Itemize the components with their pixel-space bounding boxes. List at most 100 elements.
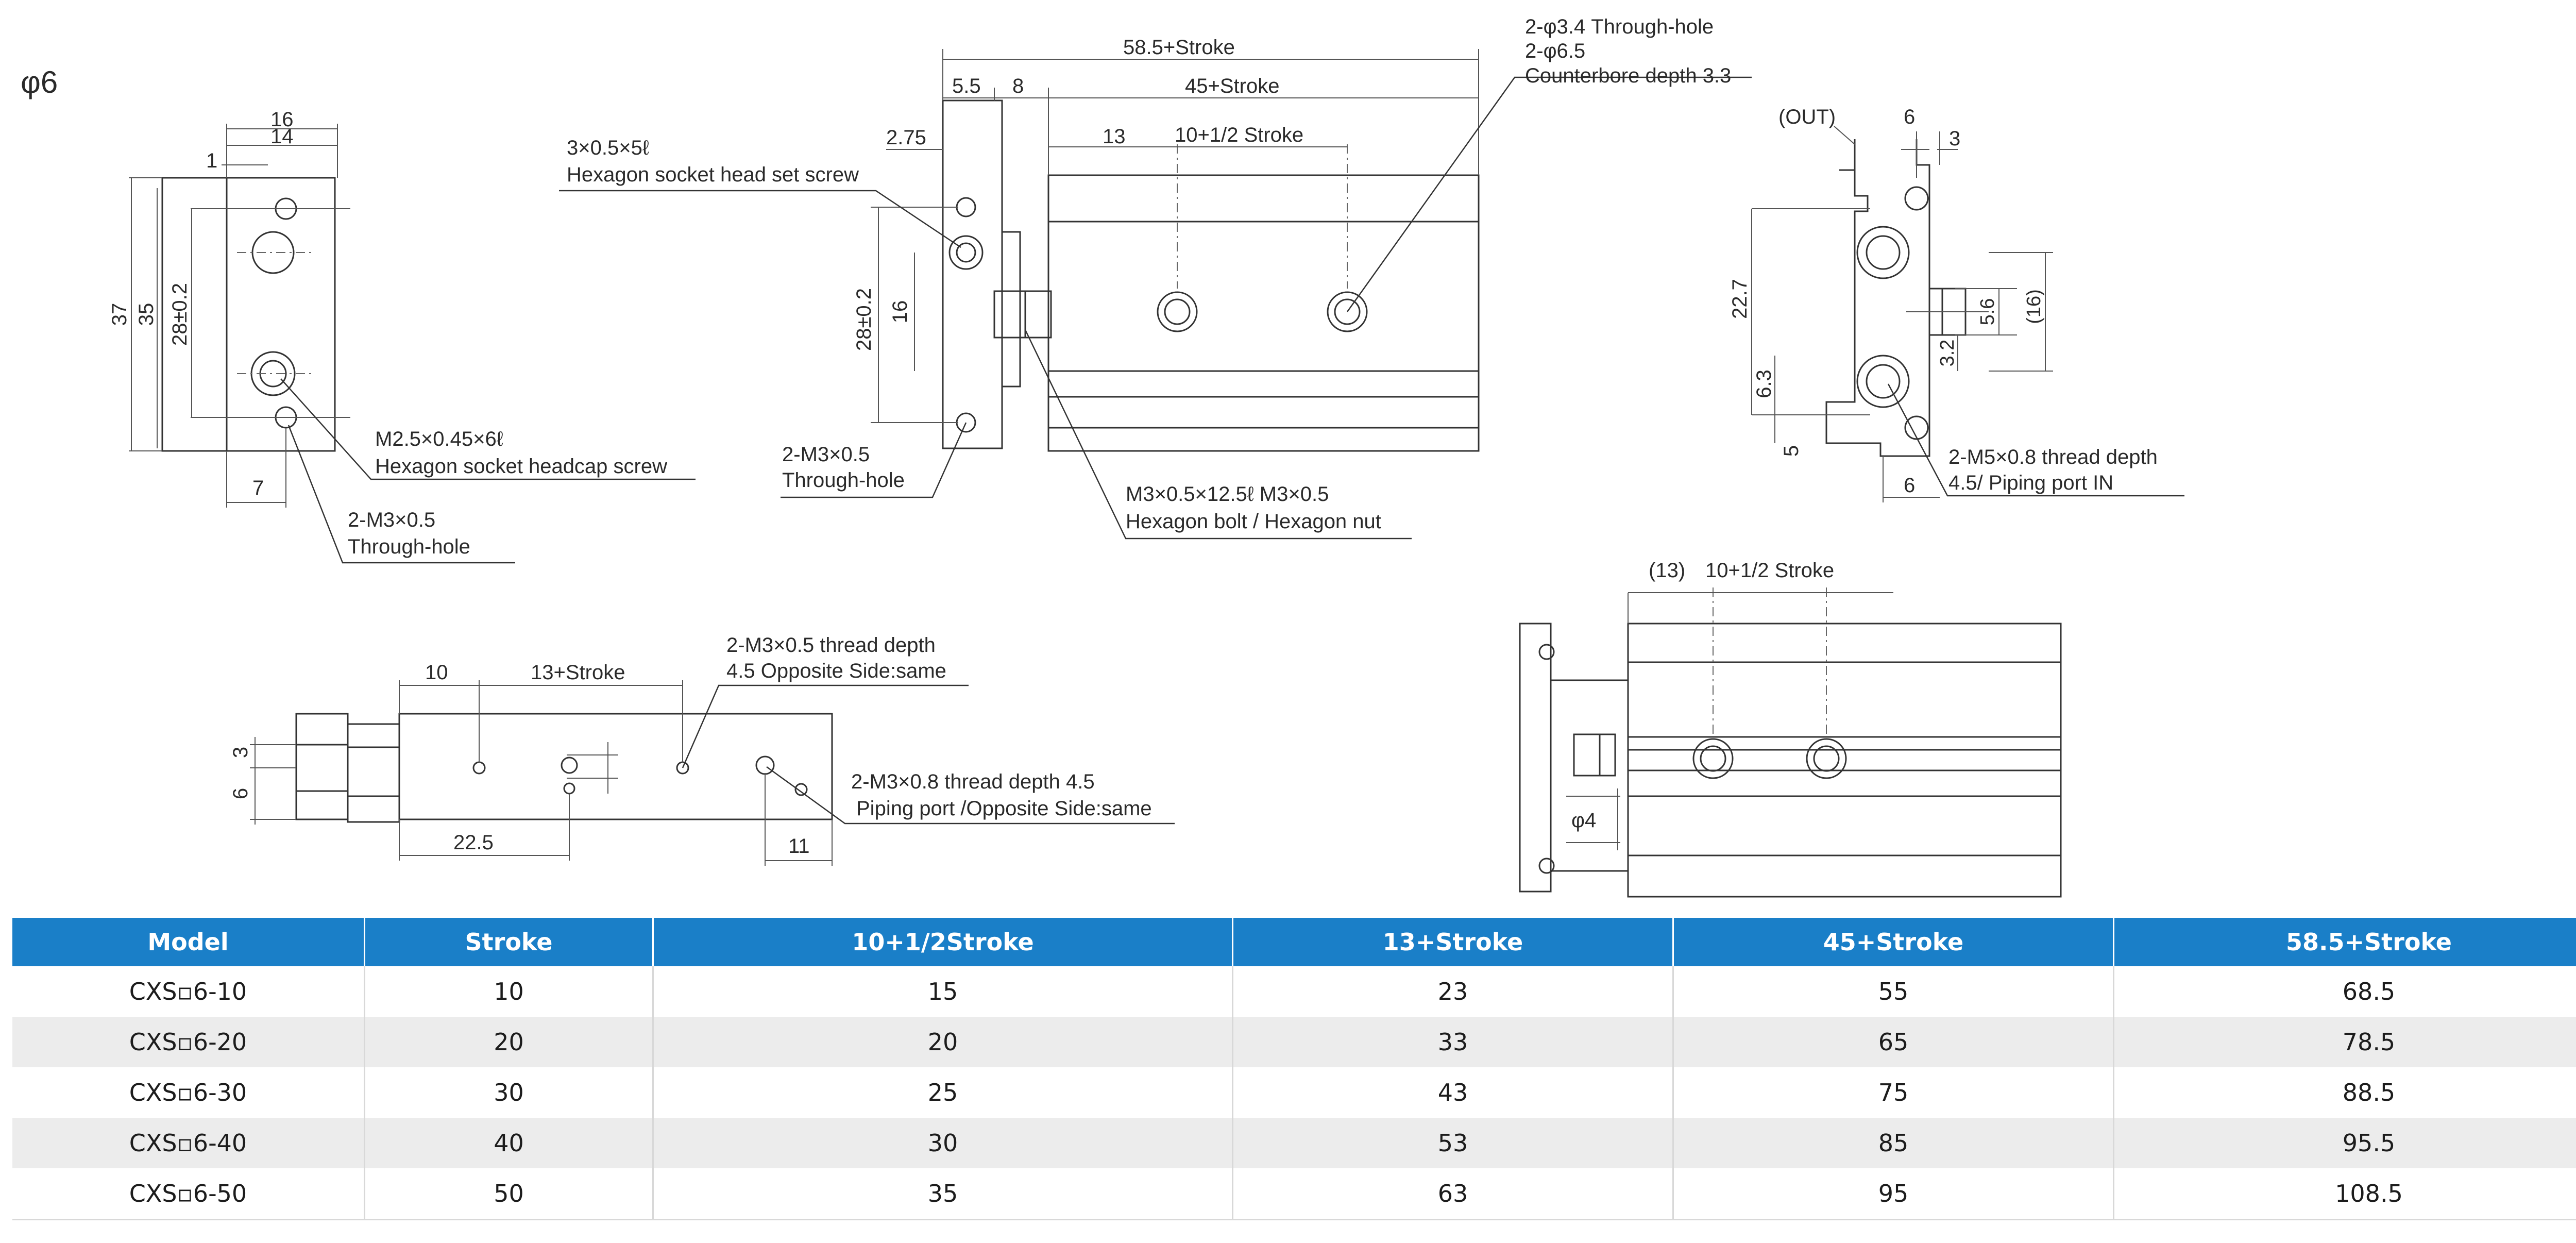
bottom-view-endcap bbox=[295, 713, 349, 820]
top-dim-5-5: 5.5 bbox=[952, 75, 981, 97]
front-view-plate bbox=[1519, 623, 1552, 893]
bottom-dim-13: 13+Stroke bbox=[531, 661, 625, 684]
end-dim-5-6: 5.6 bbox=[1977, 298, 1998, 326]
end-dim-22-7: 22.7 bbox=[1728, 279, 1751, 319]
cell-58-5-stroke: 108.5 bbox=[2113, 1168, 2576, 1220]
table-row: CXS▫6-40 40 30 53 85 95.5 bbox=[12, 1118, 2576, 1168]
top-bolt-spec: M3×0.5×12.5ℓ M3×0.5 bbox=[1126, 483, 1329, 506]
series-label: φ6 bbox=[21, 65, 58, 99]
cell-45-stroke: 75 bbox=[1673, 1067, 2114, 1118]
cell-half-stroke: 15 bbox=[653, 966, 1233, 1017]
front-dim-phi4: φ4 bbox=[1571, 809, 1596, 832]
side-dim-28: 28±0.2 bbox=[168, 283, 191, 346]
top-dim-13: 13 bbox=[1103, 125, 1126, 148]
side-dim-37: 37 bbox=[108, 303, 131, 326]
end-dim-5: 5 bbox=[1780, 445, 1803, 457]
cell-half-stroke: 20 bbox=[653, 1017, 1233, 1067]
col-header-stroke: Stroke bbox=[364, 918, 654, 966]
cell-half-stroke: 35 bbox=[653, 1168, 1233, 1220]
bottom-dim-10: 10 bbox=[425, 661, 448, 684]
side-hole-name: Through-hole bbox=[348, 535, 470, 558]
side-dim-16: 16 bbox=[270, 108, 294, 131]
bottom-dim-3: 3 bbox=[229, 747, 252, 758]
top-view-body bbox=[1047, 174, 1480, 452]
side-view: 16 14 1 37 35 28±0.2 7 M2.5×0.45×6ℓ Hexa… bbox=[108, 108, 696, 564]
side-dim-7: 7 bbox=[252, 477, 264, 499]
bottom-dim-6: 6 bbox=[229, 788, 252, 799]
top-hole-name: Through-hole bbox=[782, 469, 905, 492]
cell-stroke: 30 bbox=[364, 1067, 654, 1118]
col-header-45-stroke: 45+Stroke bbox=[1673, 918, 2114, 966]
end-dim-6b: 6 bbox=[1904, 474, 1915, 497]
cell-model: CXS▫6-20 bbox=[12, 1017, 365, 1067]
bottom-dim-11: 11 bbox=[788, 835, 810, 858]
end-port-name: 4.5/ Piping port IN bbox=[1948, 472, 2113, 494]
cell-model: CXS▫6-10 bbox=[12, 966, 365, 1017]
cell-58-5-stroke: 88.5 bbox=[2342, 1079, 2396, 1106]
top-setscrew-name: Hexagon socket head set screw bbox=[567, 163, 859, 186]
cell-half-stroke: 30 bbox=[653, 1118, 1233, 1168]
bottom-view-body bbox=[398, 713, 833, 820]
top-bolt-name: Hexagon bolt / Hexagon nut bbox=[1126, 510, 1381, 533]
cell-45-stroke: 55 bbox=[1673, 966, 2114, 1017]
top-view: 58.5+Stroke 5.5 8 45+Stroke 2.75 13 10+1… bbox=[559, 15, 1752, 540]
cell-model: CXS▫6-40 bbox=[12, 1118, 365, 1168]
end-port-spec: 2-M5×0.8 thread depth bbox=[1948, 446, 2158, 468]
cell-58-5-stroke: 78.5 bbox=[2113, 1017, 2576, 1067]
cell-stroke: 10 bbox=[364, 966, 654, 1017]
end-dim-3-2: 3.2 bbox=[1937, 340, 1958, 367]
bottom-view: 10 13+Stroke 3 6 22.5 11 2-M3×0.5 thread… bbox=[229, 634, 1175, 866]
cell-45-stroke: 95 bbox=[1673, 1168, 2114, 1220]
front-dim-13: (13) bbox=[1649, 559, 1685, 582]
front-dim-half: 10+1/2 Stroke bbox=[1705, 559, 1834, 582]
cell-13-stroke: 63 bbox=[1232, 1168, 1674, 1220]
col-header-13-stroke: 13+Stroke bbox=[1232, 918, 1674, 966]
bottom-port-line1: 2-M3×0.8 thread depth 4.5 bbox=[851, 770, 1095, 793]
cell-58-5-stroke: 68.5 bbox=[2342, 978, 2396, 1005]
bottom-thread-line2: 4.5 Opposite Side:same bbox=[726, 660, 946, 682]
col-header-half-stroke: 10+1/2Stroke bbox=[653, 918, 1233, 966]
side-screw-spec: M2.5×0.45×6ℓ bbox=[375, 428, 503, 450]
side-screw-name: Hexagon socket headcap screw bbox=[375, 455, 667, 478]
cell-45-stroke: 65 bbox=[1673, 1017, 2114, 1067]
cell-13-stroke: 43 bbox=[1232, 1067, 1674, 1118]
cell-half-stroke: 25 bbox=[653, 1067, 1233, 1118]
cell-45-stroke: 85 bbox=[1673, 1118, 2114, 1168]
top-view-plate bbox=[942, 99, 1003, 449]
top-dim-45: 45+Stroke bbox=[1185, 75, 1279, 97]
table-row: CXS▫6-50 50 35 63 95 108.5 bbox=[12, 1168, 2576, 1220]
front-view-body bbox=[1627, 623, 2062, 898]
top-dim-28: 28±0.2 bbox=[853, 288, 875, 351]
top-thru-line2: 2-φ6.5 bbox=[1525, 40, 1585, 62]
top-dim-16: 16 bbox=[889, 300, 911, 324]
bottom-thread-line1: 2-M3×0.5 thread depth bbox=[726, 634, 936, 657]
spec-table: Model Stroke 10+1/2Stroke 13+Stroke 45+S… bbox=[12, 918, 2576, 1220]
bottom-dim-22-5: 22.5 bbox=[453, 831, 494, 854]
side-hole-spec: 2-M3×0.5 bbox=[348, 509, 435, 531]
cell-stroke: 40 bbox=[364, 1118, 654, 1168]
end-out-label: (OUT) bbox=[1778, 106, 1836, 128]
bottom-port-line2: Piping port /Opposite Side:same bbox=[856, 797, 1152, 820]
top-dim-2-75: 2.75 bbox=[886, 126, 926, 149]
cell-13-stroke: 33 bbox=[1232, 1017, 1674, 1067]
table-row: CXS▫6-10 10 15 23 55 68.5 bbox=[12, 966, 2576, 1017]
end-view: 22.7 6.3 5 6 3 (OUT) 5.6 (16) 3.2 6 2-M5… bbox=[1728, 106, 2184, 502]
col-header-58-5-stroke: 58.5+Stroke bbox=[2113, 918, 2576, 966]
top-thru-line3: Counterbore depth 3.3 bbox=[1525, 64, 1731, 87]
cell-58-5-stroke: 95.5 bbox=[2113, 1118, 2576, 1168]
cell-model: CXS▫6-30 bbox=[12, 1067, 365, 1118]
top-hole-spec: 2-M3×0.5 bbox=[782, 443, 870, 466]
cell-stroke: 50 bbox=[364, 1168, 654, 1220]
top-dim-total: 58.5+Stroke bbox=[1123, 36, 1235, 59]
table-row: CXS▫6-20 20 20 33 65 78.5 bbox=[12, 1017, 2576, 1067]
top-dim-half: 10+1/2 Stroke bbox=[1175, 124, 1303, 146]
side-dim-1: 1 bbox=[206, 149, 217, 172]
cell-stroke: 20 bbox=[364, 1017, 654, 1067]
side-dim-14: 14 bbox=[270, 125, 294, 148]
end-dim-6a: 6 bbox=[1904, 106, 1915, 128]
top-thru-line1: 2-φ3.4 Through-hole bbox=[1525, 15, 1714, 38]
cell-13-stroke: 23 bbox=[1232, 966, 1674, 1017]
front-view: (13) 10+1/2 Stroke φ4 bbox=[1519, 559, 2062, 898]
cell-13-stroke: 53 bbox=[1232, 1118, 1674, 1168]
